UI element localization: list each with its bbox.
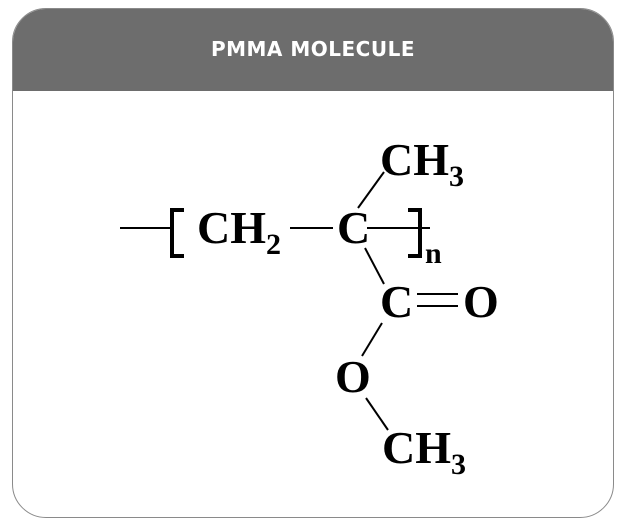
bond-carbonyl-ester-oxygen (361, 322, 383, 357)
carbonyl-carbon: C (380, 276, 413, 327)
bond-oxygen-methyl-bottom (365, 397, 389, 431)
repeat-subscript: n (425, 237, 442, 270)
methyl-top: CH3 (380, 134, 464, 193)
bracket-left (170, 208, 184, 258)
methyl-bottom: CH3 (382, 422, 466, 481)
bond-carbon-carbonyl (364, 247, 385, 285)
central-carbon: C (337, 202, 370, 253)
bracket-right (408, 208, 422, 258)
methylene-group: CH2 (197, 202, 281, 261)
card-header: PMMA MOLECULE (13, 9, 613, 91)
card-title: PMMA MOLECULE (210, 37, 416, 61)
carbonyl-oxygen: O (463, 276, 499, 327)
molecule-card: PMMA MOLECULE (12, 8, 614, 518)
bond-carbon-methyl-top (357, 171, 385, 209)
ester-oxygen: O (335, 351, 371, 402)
